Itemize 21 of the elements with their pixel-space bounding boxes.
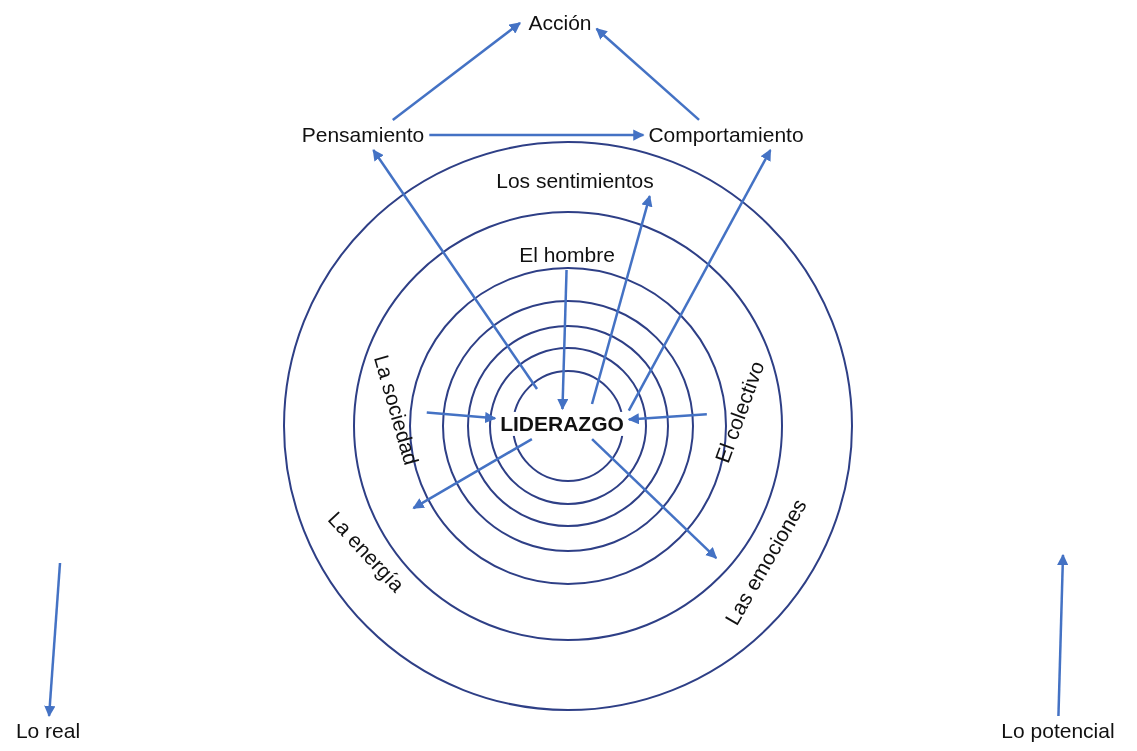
arrow <box>557 270 569 411</box>
arrow <box>426 411 497 424</box>
center-label: LIDERAZGO <box>498 411 626 437</box>
concept-label: Acción <box>526 10 594 36</box>
concept-label: Lo real <box>13 718 83 744</box>
concept-label: El hombre <box>517 242 617 268</box>
arrow <box>591 438 718 559</box>
arrow <box>627 413 707 425</box>
concept-label: Los sentimientos <box>494 168 656 194</box>
concept-label: Pensamiento <box>299 122 427 148</box>
arrow <box>1057 553 1069 716</box>
arrow <box>595 27 700 121</box>
arrow <box>44 562 62 718</box>
arrow <box>627 149 772 412</box>
concept-label: Lo potencial <box>999 718 1117 744</box>
concept-label: Comportamiento <box>646 122 806 148</box>
arrow <box>412 438 533 510</box>
arrow <box>372 149 539 390</box>
arrow <box>429 129 645 141</box>
arrow <box>392 22 521 121</box>
arrow <box>590 195 653 405</box>
